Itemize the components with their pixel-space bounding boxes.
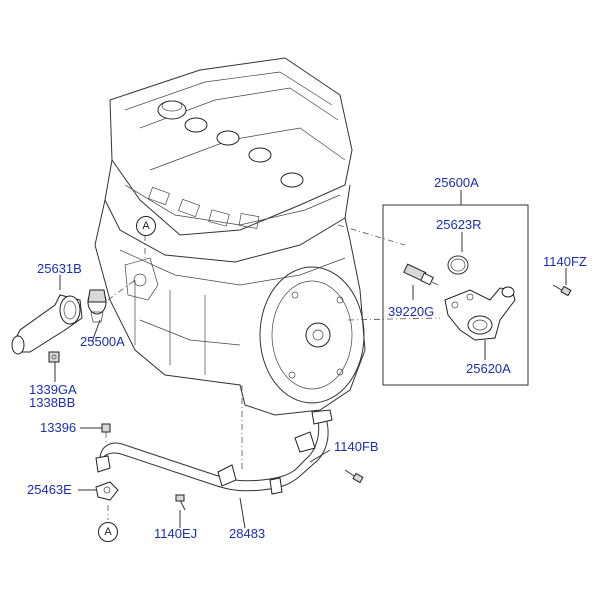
nut-1339ga xyxy=(48,351,60,363)
label-25463e: 25463E xyxy=(27,482,72,497)
assembly-box xyxy=(382,204,529,386)
label-25623r: 25623R xyxy=(436,217,482,232)
label-1339ga: 1339GA xyxy=(29,382,77,397)
label-1140fz: 1140FZ xyxy=(543,254,587,269)
label-25631b: 25631B xyxy=(37,261,82,276)
water-inlet-25631b xyxy=(11,294,83,355)
bolt-1140fb xyxy=(344,469,364,484)
reference-mark-a-top: A xyxy=(136,216,156,236)
label-28483: 28483 xyxy=(229,526,266,541)
label-39220g: 39220G xyxy=(388,304,435,319)
gasket-25463e xyxy=(95,481,119,501)
label-1140fb: 1140FB xyxy=(334,439,379,454)
bolt-1140fz xyxy=(552,284,572,297)
reference-mark-a-bottom: A xyxy=(98,522,118,542)
label-1338bb: 1338BB xyxy=(29,395,76,410)
callout-lines xyxy=(54,190,567,529)
water-pipe-28483 xyxy=(95,409,333,495)
bolt-1140ej xyxy=(175,494,186,511)
label-25500a: 25500A xyxy=(80,334,125,349)
leader-lines xyxy=(105,224,441,520)
water-outlet-assembly xyxy=(403,255,572,341)
o-ring-25623r xyxy=(447,255,469,275)
label-25600a: 25600A xyxy=(434,175,479,190)
label-25620a: 25620A xyxy=(466,361,511,376)
plug-13396 xyxy=(101,423,111,433)
thermostat-25500a xyxy=(87,289,107,323)
left-parts xyxy=(11,289,119,501)
label-1140ej: 1140EJ xyxy=(154,526,198,541)
engine-block xyxy=(94,57,366,416)
water-outlet-housing-25620a xyxy=(444,286,516,341)
temp-sensor-39220g xyxy=(403,263,439,286)
label-13396: 13396 xyxy=(40,420,77,435)
